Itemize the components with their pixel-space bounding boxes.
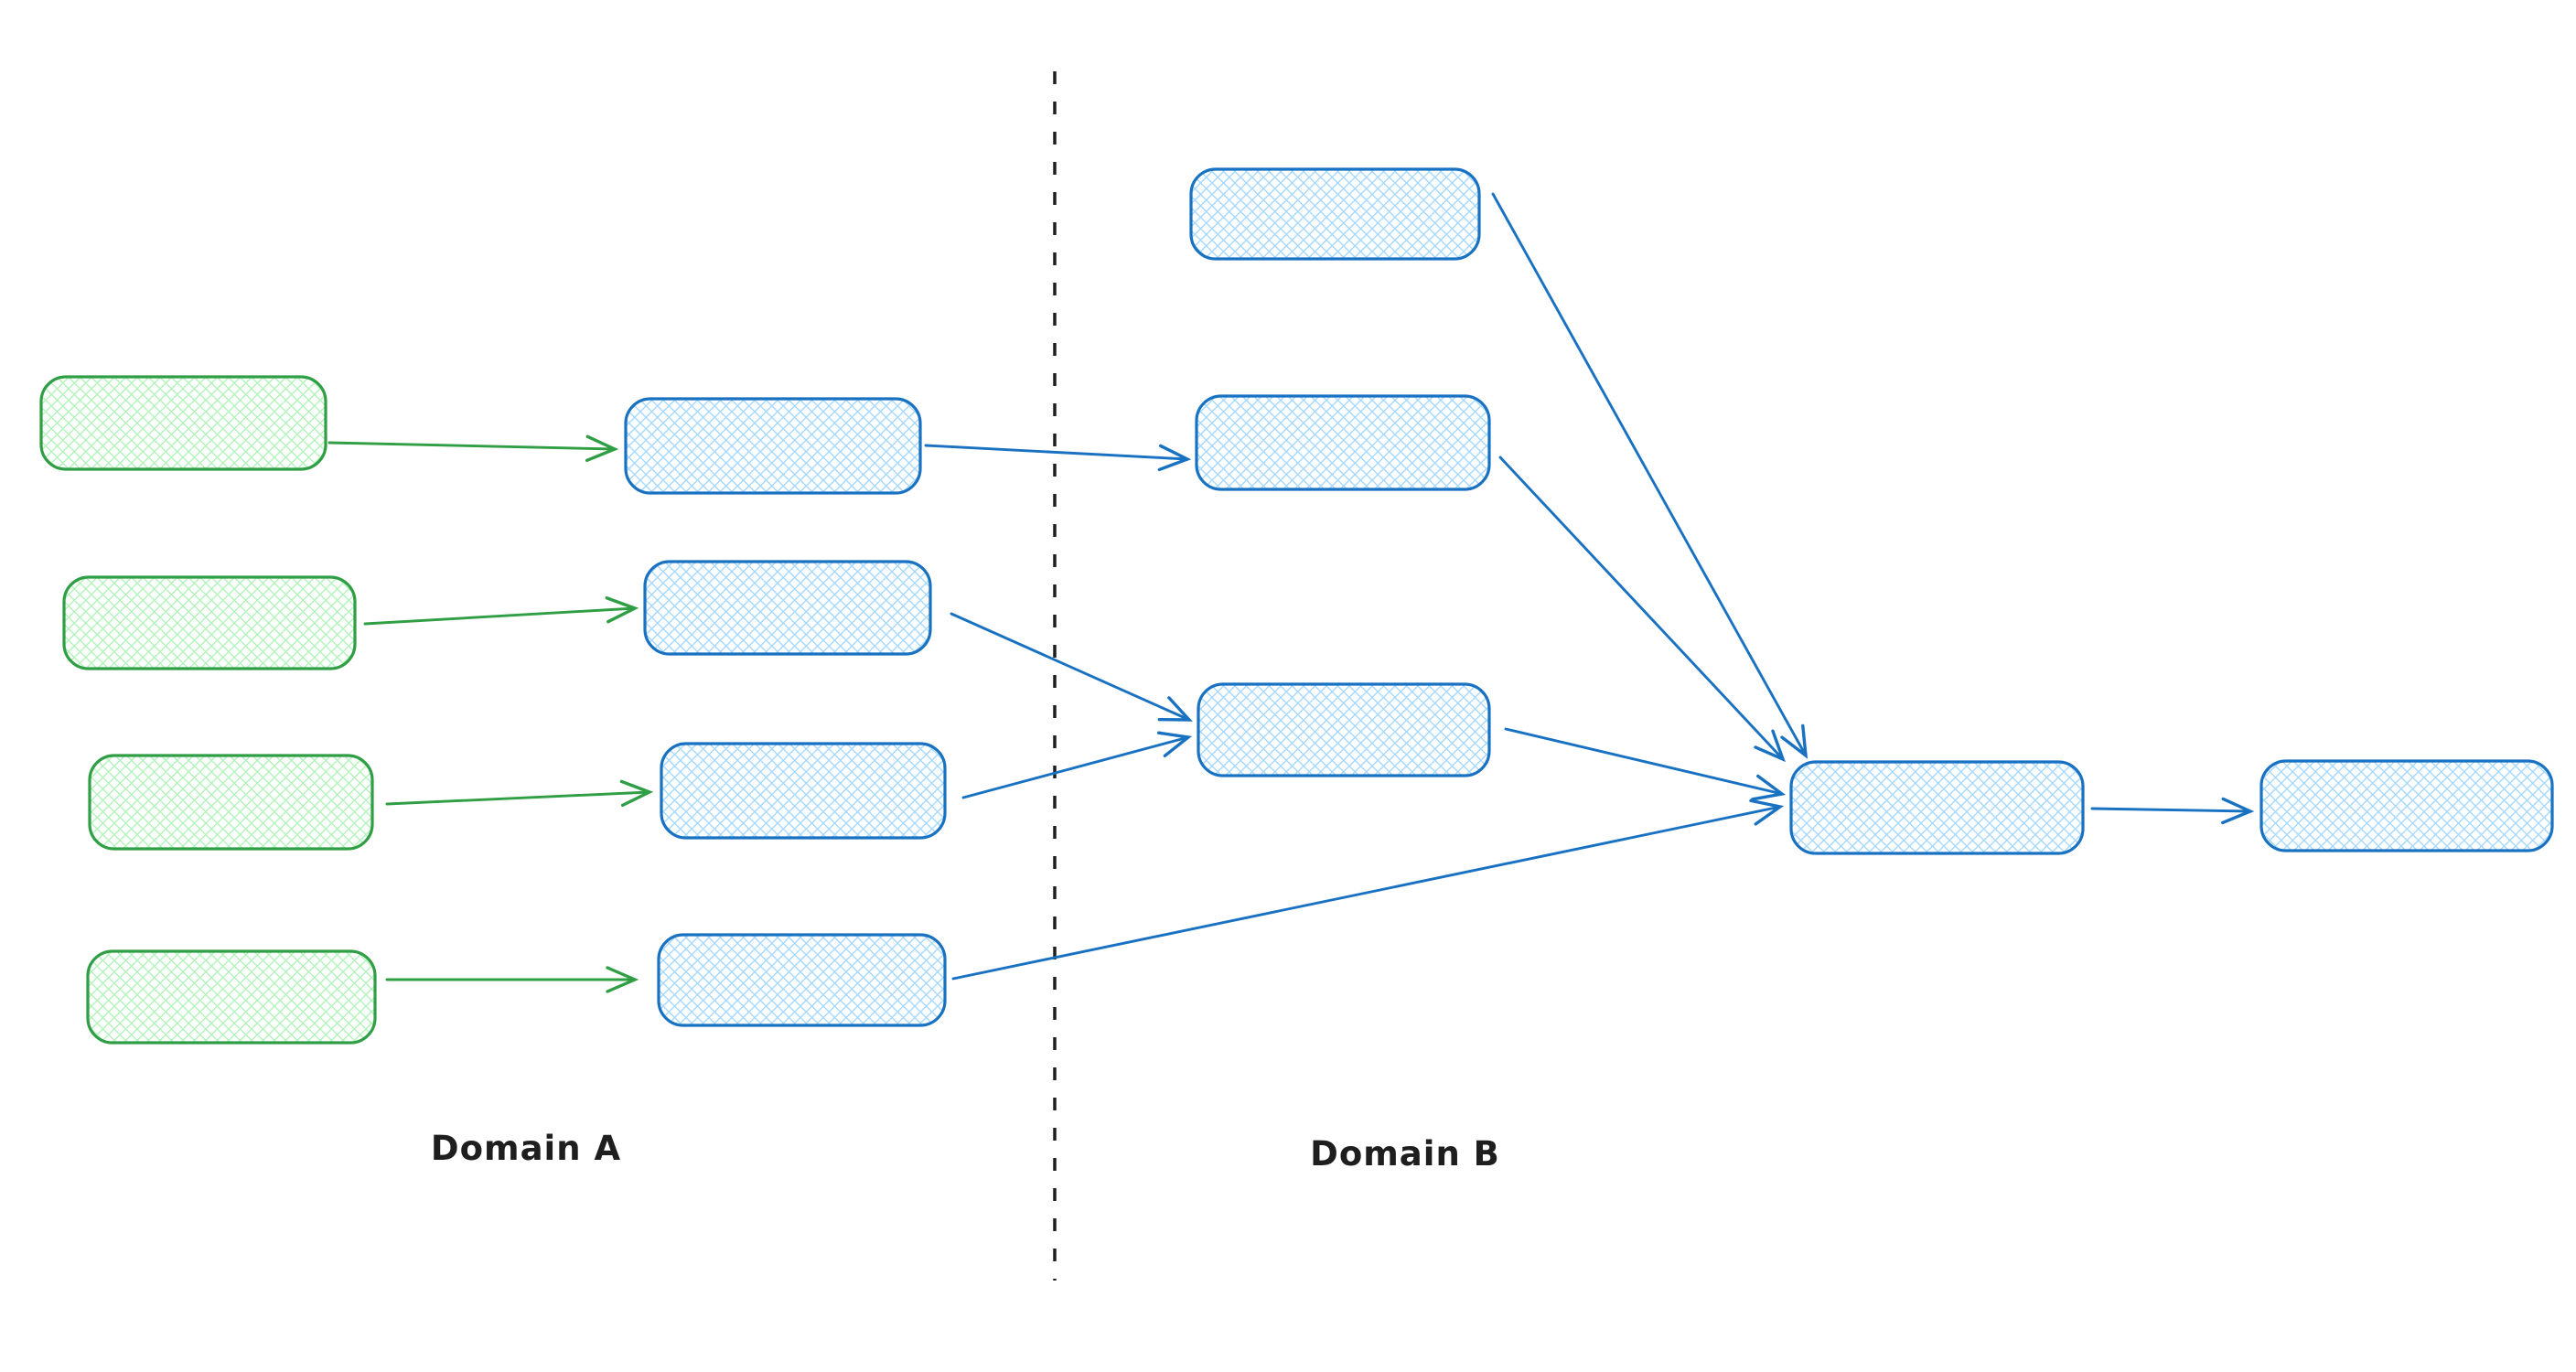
edges-layer [327,71,2255,1281]
node-domain-a-stage-4[interactable] [657,933,947,1027]
node-domain-b-node-1[interactable] [1189,167,1481,261]
arrow-domain-a-source-1-to-domain-a-stage-1[interactable] [327,434,619,463]
node-domain-a-stage-1[interactable] [624,397,922,495]
domain-a-label[interactable]: Domain A [431,1129,621,1168]
node-domain-b-node-2[interactable] [1195,394,1491,491]
node-domain-a-source-2[interactable] [62,575,357,670]
nodes-layer [39,167,2554,1045]
node-domain-a-stage-2[interactable] [643,560,932,656]
domain-b-label[interactable]: Domain B [1310,1134,1500,1174]
node-domain-a-source-4[interactable] [86,949,377,1045]
arrow-domain-b-node-3-to-domain-b-merge[interactable] [1504,727,1787,801]
arrow-domain-b-node-1-to-domain-b-merge[interactable] [1491,192,1809,759]
arrow-domain-a-source-2-to-domain-a-stage-2[interactable] [363,596,639,626]
node-domain-a-source-1[interactable] [39,375,327,471]
node-domain-a-source-3[interactable] [88,754,374,851]
arrow-domain-b-merge-to-domain-b-output[interactable] [2090,797,2255,825]
labels-layer: Domain A Domain B [431,1129,1500,1174]
node-domain-b-output[interactable] [2259,759,2554,852]
arrow-domain-a-stage-2-to-domain-b-node-3[interactable] [950,612,1193,722]
arrow-domain-a-stage-4-to-domain-b-merge[interactable] [951,799,1785,981]
node-domain-a-stage-3[interactable] [660,742,947,840]
arrow-domain-a-stage-1-to-domain-b-node-2[interactable] [924,444,1192,472]
node-domain-b-node-3[interactable] [1197,682,1491,777]
arrow-domain-a-stage-3-to-domain-b-node-3[interactable] [961,731,1193,799]
node-domain-b-merge[interactable] [1789,760,2085,855]
arrow-domain-a-source-3-to-domain-a-stage-3[interactable] [385,779,654,808]
arrow-domain-b-node-2-to-domain-b-merge[interactable] [1498,456,1786,763]
